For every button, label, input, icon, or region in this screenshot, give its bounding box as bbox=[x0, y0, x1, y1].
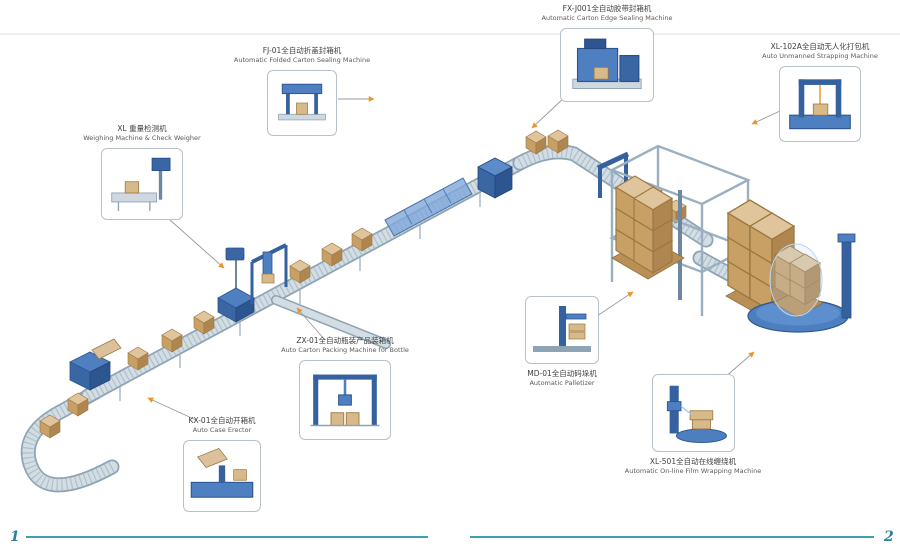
callout-strapping-machine: XL-102A全自动无人化打包机 Auto Unmanned Strapping… bbox=[750, 42, 890, 142]
check-weigher-machine bbox=[217, 247, 255, 323]
conveyor-top-bend bbox=[512, 144, 714, 248]
machine-name-en: Weighing Machine & Check Weigher bbox=[83, 134, 201, 143]
machine-name-en: Automatic Carton Edge Sealing Machine bbox=[541, 14, 673, 23]
machine-thumbnail-box bbox=[267, 69, 337, 136]
machine-name-en: Automatic On-line Film Wrapping Machine bbox=[624, 467, 762, 476]
palletizer-icon bbox=[533, 306, 591, 352]
machine-name-cn: FX-J001全自动胶带封箱机 bbox=[562, 4, 652, 13]
machine-name-cn: XL-102A全自动无人化打包机 bbox=[770, 42, 870, 51]
check-weigher-icon bbox=[111, 157, 171, 211]
folded-carton-sealing-machine-icon bbox=[278, 83, 326, 121]
leader-lines bbox=[147, 95, 781, 421]
case-erector-icon bbox=[190, 447, 254, 498]
callout-label: MD-01全自动码垛机 Automatic Palletizer bbox=[527, 369, 597, 388]
machine-name-en: Automatic Folded Carton Sealing Machine bbox=[233, 56, 371, 65]
footer-rule-right bbox=[470, 536, 874, 538]
machine-name-en: Auto Carton Packing Machine for Bottle bbox=[281, 346, 409, 355]
film-wrapper-station bbox=[747, 233, 856, 333]
callout-case-erector: KX-01全自动开箱机 Auto Case Erector bbox=[152, 416, 292, 512]
machine-name-en: Auto Unmanned Strapping Machine bbox=[762, 52, 878, 61]
leader-film-wrapper bbox=[723, 351, 755, 379]
machine-thumbnail-box bbox=[183, 439, 261, 512]
machine-thumbnail-box bbox=[299, 359, 391, 440]
machine-name-cn: ZX-01全自动瓶装产品装箱机 bbox=[296, 336, 394, 345]
callout-palletizer: MD-01全自动码垛机 Automatic Palletizer bbox=[497, 296, 627, 388]
callout-carton-packing-machine: ZX-01全自动瓶装产品装箱机 Auto Carton Packing Mach… bbox=[265, 336, 425, 440]
leader-edge-sealer bbox=[531, 95, 567, 129]
bottle-infeed-conveyor bbox=[271, 295, 391, 349]
callout-edge-sealing-machine: FX-J001全自动胶带封箱机 Automatic Carton Edge Se… bbox=[537, 4, 677, 102]
page-number-left: 1 bbox=[10, 529, 20, 545]
carton-packing-machine-icon bbox=[310, 374, 380, 427]
callout-check-weigher: XL 重量检测机 Weighing Machine & Check Weighe… bbox=[72, 124, 212, 220]
callout-label: XL-102A全自动无人化打包机 Auto Unmanned Strapping… bbox=[762, 42, 878, 61]
machine-name-cn: XL-501全自动在线缠绕机 bbox=[649, 457, 737, 466]
leader-strapping-machine bbox=[751, 110, 781, 125]
callout-film-wrapping-machine: XL-501全自动在线缠绕机 Automatic On-line Film Wr… bbox=[608, 374, 778, 476]
leader-case-erector bbox=[147, 397, 197, 421]
pallet-stack-inside-palletizer bbox=[611, 175, 685, 280]
carton-packing-machine bbox=[250, 243, 288, 304]
strapping-machine bbox=[596, 151, 630, 198]
machine-name-en: Auto Case Erector bbox=[192, 426, 252, 435]
machine-name-cn: MD-01全自动码垛机 bbox=[527, 369, 597, 378]
edge-sealing-machine-icon bbox=[572, 38, 642, 89]
callout-label: XL 重量检测机 Weighing Machine & Check Weighe… bbox=[83, 124, 200, 143]
machine-name-cn: KX-01全自动开箱机 bbox=[188, 416, 256, 425]
leader-check-weigher bbox=[169, 219, 225, 269]
callout-label: FJ-01全自动折盖封箱机 Automatic Folded Carton Se… bbox=[234, 46, 370, 65]
callout-label: FX-J001全自动胶带封箱机 Automatic Carton Edge Se… bbox=[542, 4, 673, 23]
machine-thumbnail-box bbox=[651, 374, 735, 452]
machine-name-en: Automatic Palletizer bbox=[529, 379, 595, 388]
strapping-machine-icon bbox=[789, 79, 851, 130]
leader-palletizer bbox=[596, 291, 634, 317]
conveyor-guard-cover bbox=[384, 177, 473, 237]
case-erector-machine bbox=[69, 338, 122, 391]
callout-label: XL-501全自动在线缠绕机 Automatic On-line Film Wr… bbox=[625, 457, 761, 476]
callout-label: ZX-01全自动瓶装产品装箱机 Auto Carton Packing Mach… bbox=[281, 336, 409, 355]
machine-name-cn: FJ-01全自动折盖封箱机 bbox=[262, 46, 342, 55]
machine-thumbnail-box bbox=[101, 147, 183, 220]
film-wrapping-machine-icon bbox=[666, 385, 727, 443]
machine-thumbnail-box bbox=[560, 27, 654, 102]
callout-folded-carton-sealing-machine: FJ-01全自动折盖封箱机 Automatic Folded Carton Se… bbox=[232, 46, 372, 136]
machine-name-cn: XL 重量检测机 bbox=[117, 124, 167, 133]
callout-label: KX-01全自动开箱机 Auto Case Erector bbox=[189, 416, 256, 435]
machine-thumbnail-box bbox=[525, 296, 599, 364]
page-number-right: 2 bbox=[884, 529, 894, 545]
footer-rule-left bbox=[26, 536, 428, 538]
edge-sealing-machine bbox=[477, 157, 513, 199]
leader-carton-packer bbox=[296, 307, 326, 341]
machine-thumbnail-box bbox=[779, 65, 861, 142]
